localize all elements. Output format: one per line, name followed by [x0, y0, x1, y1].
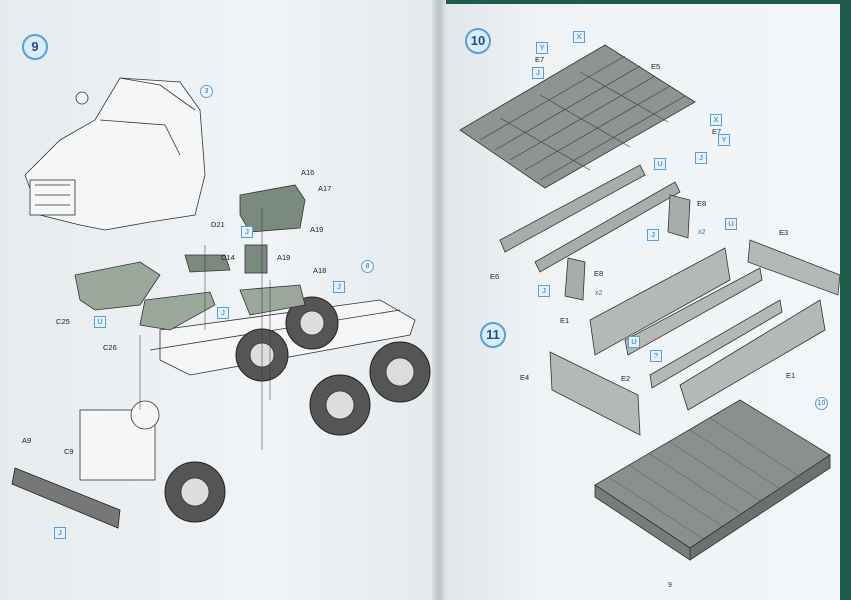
label-E5: E5 — [651, 62, 661, 71]
label-E2: E2 — [621, 374, 631, 383]
callout-X-2: X — [710, 114, 722, 126]
step-11-badge: 11 — [480, 322, 506, 348]
truck-exploded-diagram — [11, 77, 431, 529]
label-E8-bottom: E8 — [594, 269, 604, 278]
label-E3: E3 — [779, 228, 789, 237]
callout-J-4: J — [54, 527, 66, 539]
callout-J-1: J — [241, 226, 253, 238]
label-E6: E6 — [490, 272, 500, 281]
callout-question: ? — [650, 350, 662, 362]
label-E7-left: E7 — [535, 55, 545, 64]
cab-ref-number: 3 — [200, 85, 213, 98]
label-E4: E4 — [520, 373, 530, 382]
callout-Y-1: Y — [536, 42, 548, 54]
callout-U-2: U — [654, 158, 666, 170]
callout-J-5: J — [532, 67, 544, 79]
page-number: 9 — [668, 582, 672, 589]
label-C26: C26 — [103, 343, 117, 352]
bed-ref-number: 10 — [815, 397, 828, 410]
label-C9: C9 — [64, 447, 74, 456]
label-A16: A16 — [301, 168, 315, 177]
label-A19-bottom: A19 — [277, 253, 291, 262]
callout-Y-2: Y — [718, 134, 730, 146]
label-E1-right: E1 — [786, 371, 796, 380]
label-A19-top: A19 — [310, 225, 324, 234]
cargo-bed-diagram — [459, 44, 841, 561]
callout-J-8: J — [538, 285, 550, 297]
label-C25: C25 — [56, 317, 70, 326]
callout-J-2: J — [333, 281, 345, 293]
callout-J-6: J — [695, 152, 707, 164]
callout-U-1: U — [94, 316, 106, 328]
label-E7-right: E7 — [712, 127, 722, 136]
qty-x2-1: x2 — [698, 229, 706, 236]
frame-ref-number: 8 — [361, 260, 374, 273]
label-E8-top: E8 — [697, 199, 707, 208]
label-C14: C14 — [221, 253, 235, 262]
label-A18: A18 — [313, 266, 327, 275]
callout-J-7: J — [647, 229, 659, 241]
label-D21: D21 — [211, 220, 225, 229]
callout-J-3: J — [217, 307, 229, 319]
label-E1-left: E1 — [560, 316, 570, 325]
label-A17: A17 — [318, 184, 332, 193]
page-spine — [432, 0, 446, 600]
step-10-badge: 10 — [465, 28, 491, 54]
callout-U-3: U — [725, 218, 737, 230]
callout-U-4: U — [628, 336, 640, 348]
step-9-badge: 9 — [22, 34, 48, 60]
qty-x2-2: x2 — [595, 290, 603, 297]
callout-X-1: X — [573, 31, 585, 43]
label-A9: A9 — [22, 436, 32, 445]
